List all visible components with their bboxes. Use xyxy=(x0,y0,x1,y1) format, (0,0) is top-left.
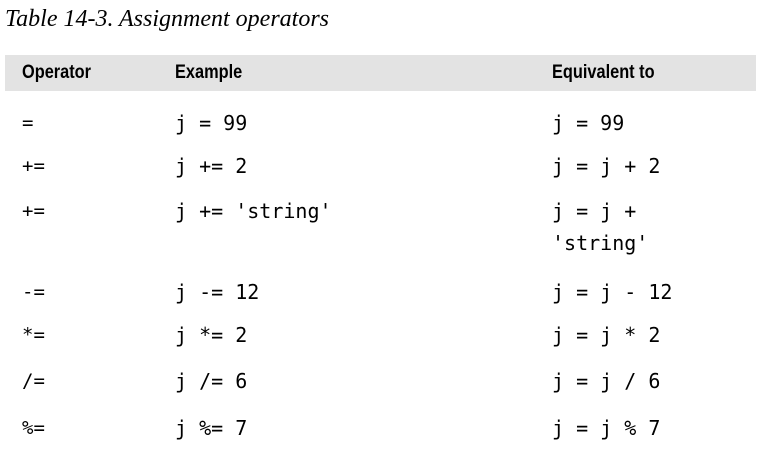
equivalent-cell: j = j % 7 xyxy=(552,416,661,440)
example-cell: j = 99 xyxy=(175,111,248,135)
equivalent-cell: j = j * 2 xyxy=(552,323,661,347)
table-header-row: Operator Example Equivalent to xyxy=(5,55,756,91)
operator-cell: += xyxy=(22,155,45,177)
example-cell: j %= 7 xyxy=(175,416,248,440)
operator-cell: = xyxy=(22,112,34,134)
example-cell: j /= 6 xyxy=(175,369,248,393)
operator-cell: %= xyxy=(22,417,45,439)
equivalent-cell: j = j - 12 xyxy=(552,280,673,304)
equivalent-cell: j = j + 'string' xyxy=(552,199,649,255)
example-cell: j += 2 xyxy=(175,154,248,178)
equivalent-cell: j = j + 2 xyxy=(552,154,661,178)
equivalent-cell: j = j / 6 xyxy=(552,369,661,393)
assignment-operators-table: Operator Example Equivalent to = j = 99 … xyxy=(5,55,756,440)
equivalent-cell: j = 99 xyxy=(552,111,625,135)
operator-cell: += xyxy=(22,200,45,222)
table-caption: Table 14-3. Assignment operators xyxy=(5,6,330,32)
header-operator: Operator xyxy=(22,62,92,83)
example-cell: j += 'string' xyxy=(175,199,332,223)
operator-cell: *= xyxy=(22,324,45,346)
operator-cell: /= xyxy=(22,370,45,392)
example-cell: j -= 12 xyxy=(175,280,260,304)
header-equivalent: Equivalent to xyxy=(552,62,655,83)
operator-cell: -= xyxy=(22,281,45,303)
example-cell: j *= 2 xyxy=(175,323,248,347)
header-example: Example xyxy=(175,62,243,83)
